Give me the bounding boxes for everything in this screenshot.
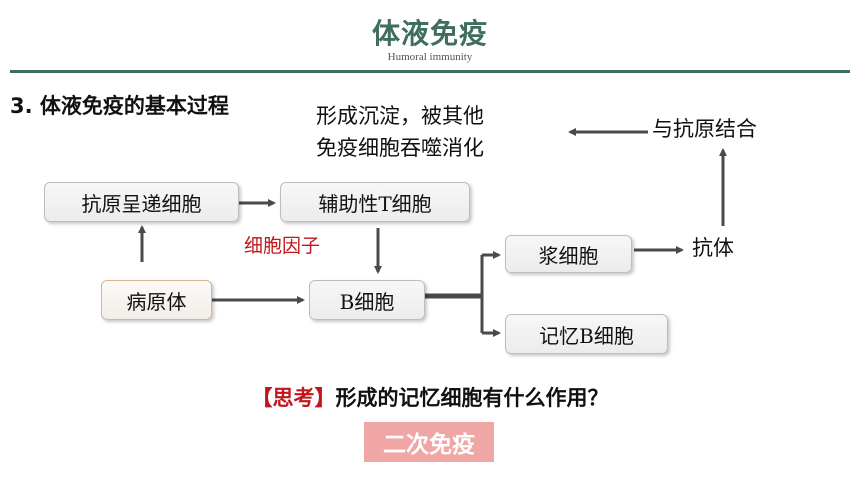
- page-title: 体液免疫: [371, 17, 488, 50]
- memory-b-box: 记忆B细胞: [505, 314, 668, 354]
- page-subtitle: Humoral immunity: [387, 51, 473, 63]
- note-line-2: 免疫细胞吞噬消化: [316, 136, 484, 160]
- plasma-cell-box: 浆细胞: [505, 235, 632, 273]
- b-cell-box: B细胞: [309, 280, 425, 320]
- helper-t-box: 辅助性T细胞: [280, 182, 470, 222]
- answer-badge[interactable]: 二次免疫: [364, 422, 494, 462]
- pathogen-box: 病原体: [101, 280, 212, 320]
- helper-t-label: 辅助性T细胞: [318, 191, 432, 216]
- pathogen-label: 病原体: [126, 289, 187, 314]
- antibody-label: 抗体: [692, 236, 734, 260]
- apc-label: 抗原呈递细胞: [81, 191, 202, 216]
- title-divider: [10, 70, 850, 73]
- section-heading: 3. 体液免疫的基本过程: [10, 94, 229, 118]
- cytokine-label: 细胞因子: [244, 235, 321, 257]
- b-cell-label: B细胞: [339, 289, 395, 314]
- question-text: 形成的记忆细胞有什么作用？: [335, 386, 609, 410]
- note-line-1: 形成沉淀，被其他: [316, 104, 484, 128]
- memory-b-label: 记忆B细胞: [539, 323, 634, 348]
- apc-box: 抗原呈递细胞: [44, 182, 239, 222]
- combine-antigen-label: 与抗原结合: [652, 117, 757, 141]
- question-bracket-label: 【思考】: [251, 386, 336, 410]
- question-line: 【思考】形成的记忆细胞有什么作用？: [0, 382, 860, 412]
- plasma-cell-label: 浆细胞: [538, 243, 599, 268]
